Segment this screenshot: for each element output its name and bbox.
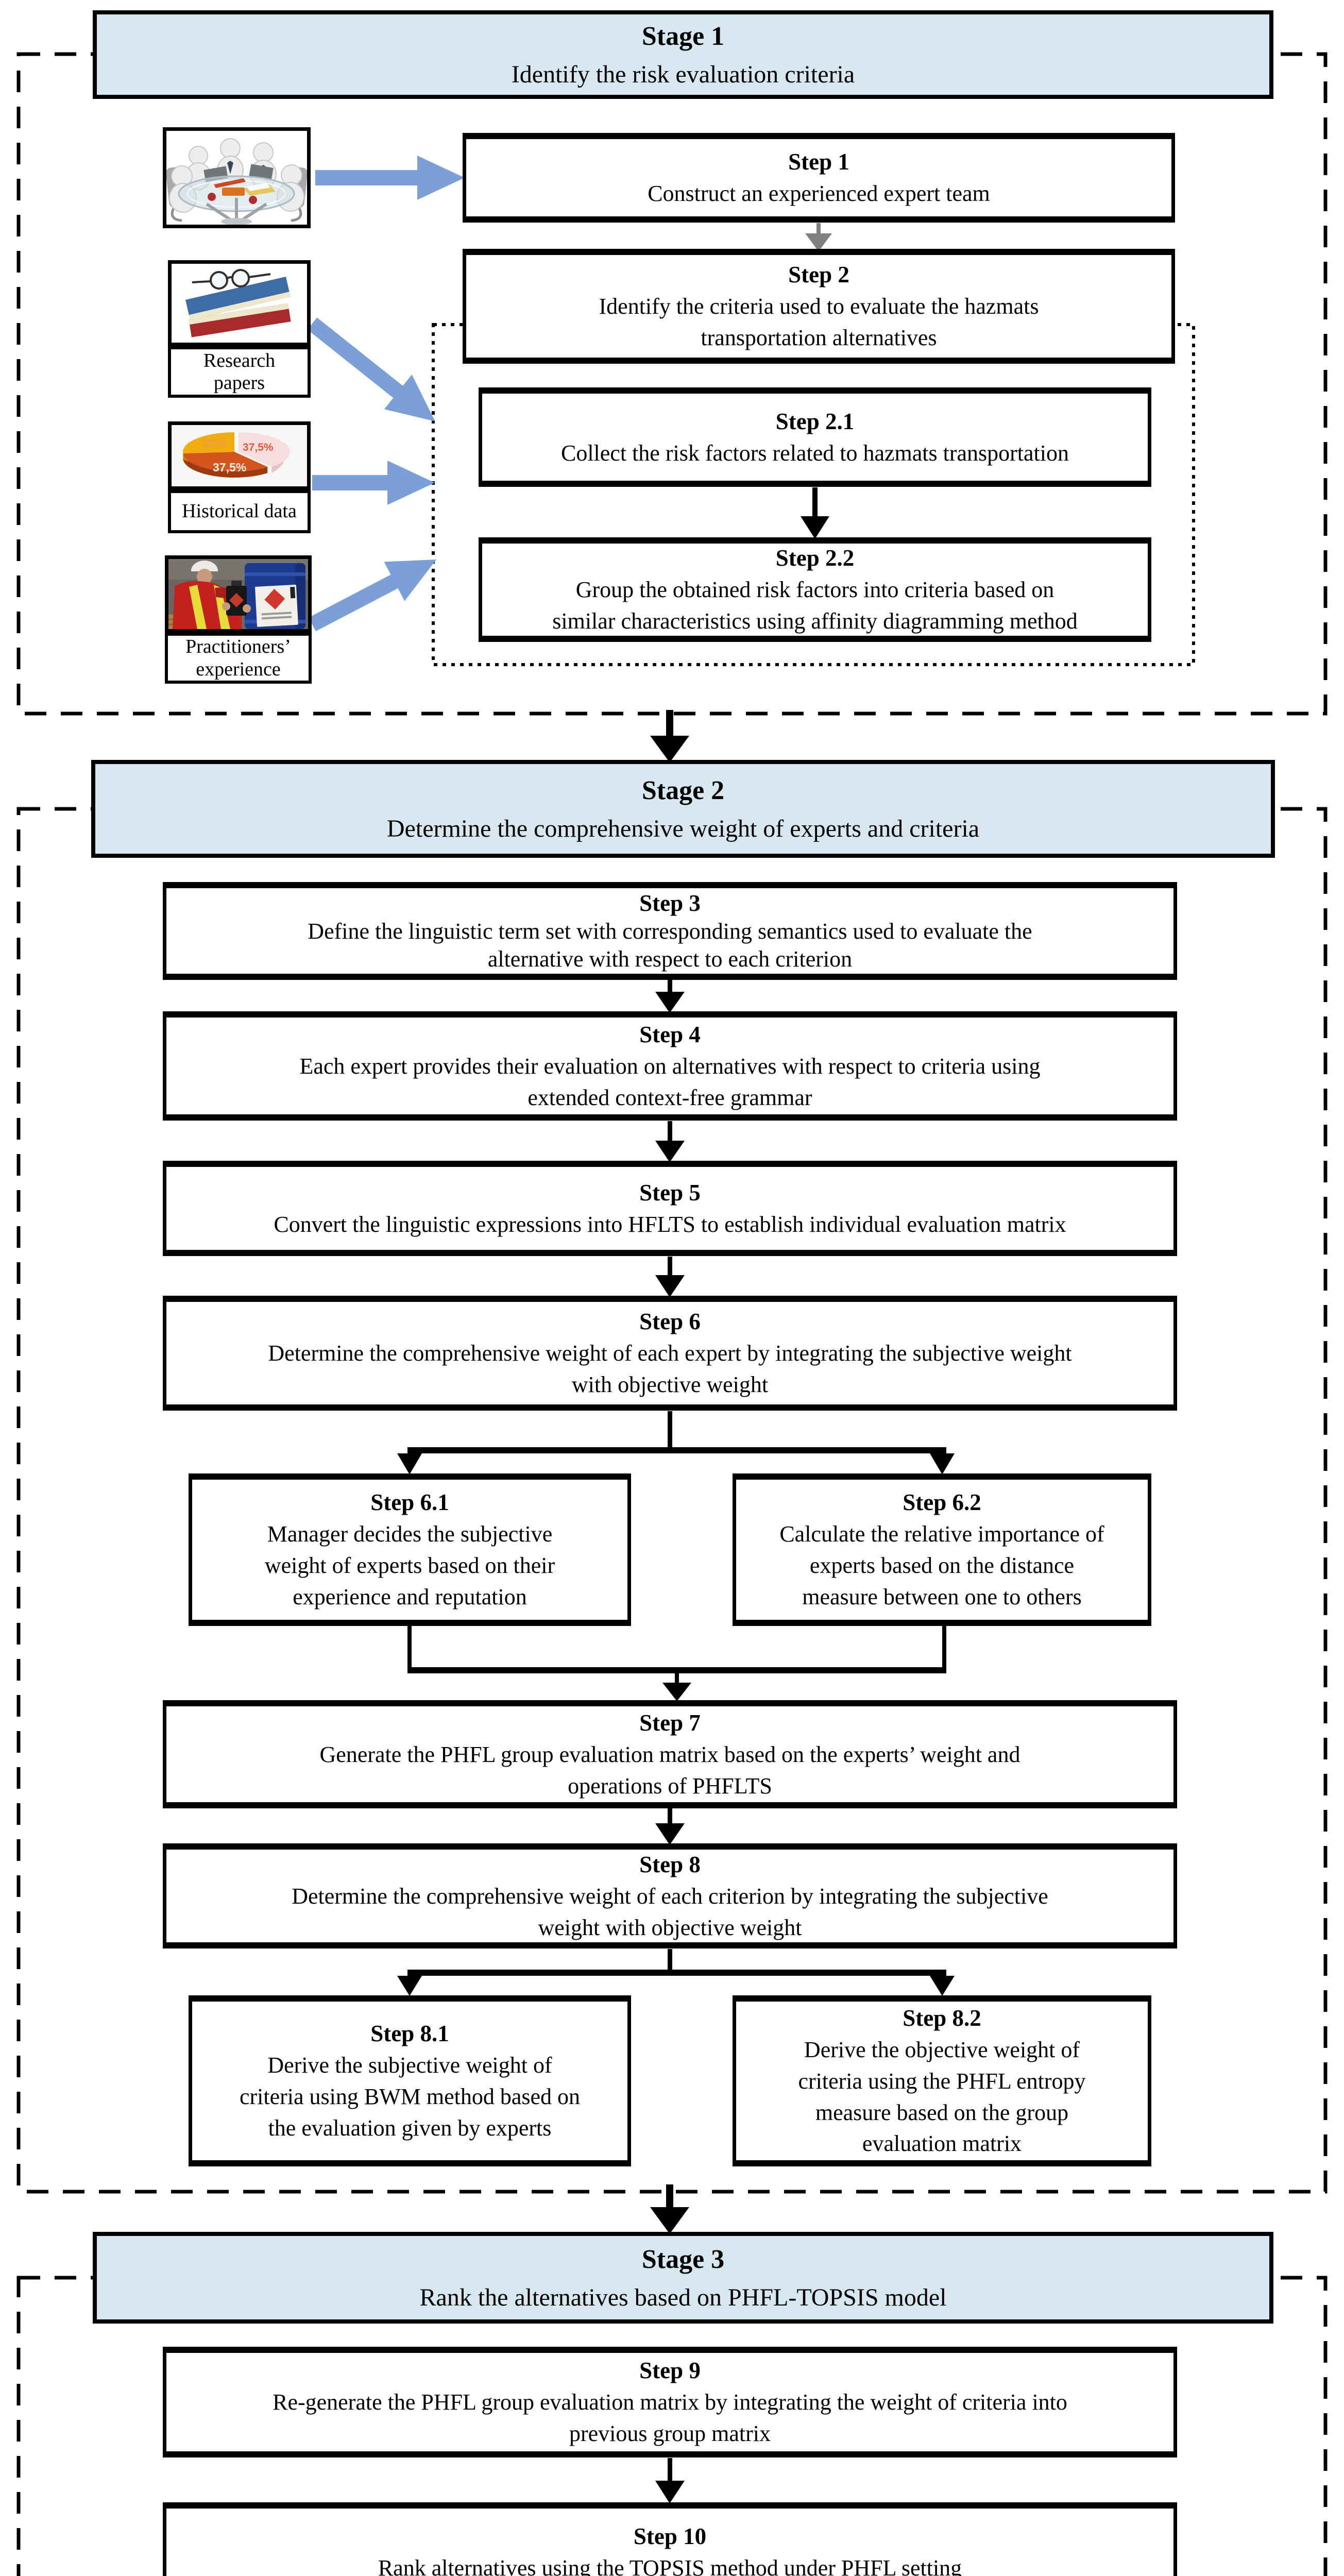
step-8-2-box: Step 8.2 Derive the objective weight of … — [733, 1995, 1151, 2166]
arrow-step9-to-step10 — [655, 2458, 685, 2503]
expert-team-image-box — [163, 127, 311, 228]
step-7-title: Step 7 — [639, 1709, 701, 1736]
step-9-title: Step 9 — [639, 2358, 701, 2384]
step-2-1-title: Step 2.1 — [775, 408, 855, 434]
merge-to-step7 — [407, 1626, 946, 1701]
step-7-box: Step 7 Generate the PHFL group evaluatio… — [163, 1700, 1177, 1808]
branch-step8 — [397, 1949, 955, 1996]
step-8-1-title: Step 8.1 — [370, 2021, 449, 2047]
step-4-title: Step 4 — [639, 1021, 701, 1047]
practitioners-label-box: Practitioners’ experience — [165, 633, 312, 684]
step-2-title: Step 2 — [788, 262, 849, 288]
step-7-desc: Generate the PHFL group evaluation matri… — [319, 1741, 1020, 1799]
step-8-2-desc: Derive the objective weight of criteria … — [798, 2037, 1086, 2157]
step-4-box: Step 4 Each expert provides their evalua… — [163, 1011, 1177, 1121]
step-3-box: Step 3 Define the linguistic term set wi… — [163, 882, 1177, 980]
pie-label-25: 25% — [203, 436, 227, 450]
step-2-box: Step 2 Identify the criteria used to eva… — [463, 249, 1175, 364]
arrow-step1-to-step2 — [805, 223, 832, 251]
arrow-stage1-to-stage2 — [650, 710, 689, 762]
arrow-step5-to-step6 — [655, 1257, 685, 1297]
step-6-title: Step 6 — [639, 1309, 701, 1335]
step-2-1-desc: Collect the risk factors related to hazm… — [560, 440, 1069, 466]
historical-data-label-box: Historical data — [168, 490, 311, 533]
step-8-1-box: Step 8.1 Derive the subjective weight of… — [189, 1995, 631, 2166]
step-9-desc: Re-generate the PHFL group evaluation ma… — [273, 2389, 1067, 2446]
step-8-1-desc: Derive the subjective weight of criteria… — [239, 2053, 581, 2141]
step-6-1-title: Step 6.1 — [370, 1489, 449, 1516]
stage1-title: Stage 1 — [641, 22, 725, 52]
step-10-box: Step 10 Rank alternatives using the TOPS… — [163, 2502, 1177, 2576]
arrow-data-to-substeps — [312, 461, 435, 505]
step-10-desc: Rank alternatives using the TOPSIS metho… — [378, 2555, 962, 2576]
expert-team-icon — [166, 131, 307, 225]
step-5-desc: Convert the linguistic expressions into … — [274, 1211, 1066, 1237]
step-2-desc: Identify the criteria used to evaluate t… — [599, 294, 1039, 350]
arrow-stage2-to-stage3 — [650, 2184, 689, 2234]
step-8-desc: Determine the comprehensive weight of ea… — [292, 1883, 1048, 1940]
arrow-step3-to-step4 — [655, 979, 685, 1013]
stage2-header: Stage 2 Determine the comprehensive weig… — [91, 760, 1275, 858]
historical-data-label: Historical data — [182, 500, 297, 522]
arrow-experts-to-step1 — [315, 156, 465, 200]
step-1-title: Step 1 — [788, 149, 849, 175]
stage2-title: Stage 2 — [641, 776, 725, 806]
research-papers-label-box: Research papers — [168, 346, 311, 398]
step-6-1-box: Step 6.1 Manager decides the subjective … — [189, 1473, 631, 1626]
research-papers-label: Research papers — [203, 349, 276, 394]
worker-photo-icon — [168, 559, 308, 629]
step-4-desc: Each expert provides their evaluation on… — [299, 1053, 1041, 1110]
step-8-title: Step 8 — [639, 1851, 701, 1877]
step-9-box: Step 9 Re-generate the PHFL group evalua… — [163, 2347, 1177, 2458]
stage3-subtitle: Rank the alternatives based on PHFL-TOPS… — [419, 2284, 947, 2312]
practitioners-image-box — [165, 555, 312, 633]
step-2-2-desc: Group the obtained risk factors into cri… — [552, 577, 1078, 634]
step-10-title: Step 10 — [633, 2523, 707, 2549]
step-3-desc: Define the linguistic term set with corr… — [308, 919, 1032, 972]
stage2-subtitle: Determine the comprehensive weight of ex… — [386, 815, 980, 843]
step-8-2-title: Step 8.2 — [903, 2005, 981, 2031]
pie-chart-icon: 25% 37,5% 37,5% — [172, 425, 307, 486]
pie-label-37-5-pink: 37,5% — [243, 442, 274, 453]
step-6-1-desc: Manager decides the subjective weight of… — [264, 1521, 555, 1609]
arrow-step7-to-step8 — [655, 1808, 685, 1845]
step-5-box: Step 5 Convert the linguistic expression… — [163, 1161, 1177, 1256]
pie-label-37-5-orange: 37,5% — [213, 461, 246, 474]
step-2-2-title: Step 2.2 — [775, 545, 855, 571]
step-6-desc: Determine the comprehensive weight of ea… — [268, 1341, 1072, 1397]
practitioners-label: Practitioners’ experience — [185, 636, 291, 680]
step-6-box: Step 6 Determine the comprehensive weigh… — [163, 1296, 1177, 1411]
arrow-step4-to-step5 — [655, 1121, 685, 1162]
step-2-2-box: Step 2.2 Group the obtained risk factors… — [479, 537, 1151, 642]
arrow-papers-to-substeps — [307, 317, 435, 421]
stage3-header: Stage 3 Rank the alternatives based on P… — [93, 2232, 1273, 2324]
research-papers-image-box — [168, 260, 311, 346]
step-6-2-title: Step 6.2 — [903, 1489, 981, 1516]
historical-data-image-box: 25% 37,5% 37,5% — [168, 421, 311, 490]
step-6-2-box: Step 6.2 Calculate the relative importan… — [733, 1473, 1151, 1626]
stage1-header: Stage 1 Identify the risk evaluation cri… — [93, 10, 1273, 99]
books-icon — [172, 264, 307, 343]
stage1-subtitle: Identify the risk evaluation criteria — [511, 61, 855, 89]
arrow-step21-to-step22 — [801, 487, 829, 539]
step-1-box: Step 1 Construct an experienced expert t… — [463, 133, 1175, 223]
arrow-experience-to-substeps — [309, 559, 437, 632]
step-3-title: Step 3 — [639, 890, 701, 917]
step-5-title: Step 5 — [639, 1179, 701, 1206]
stage3-title: Stage 3 — [641, 2245, 725, 2275]
step-1-desc: Construct an experienced expert team — [648, 181, 990, 207]
branch-step6 — [397, 1411, 955, 1475]
step-2-1-box: Step 2.1 Collect the risk factors relate… — [479, 387, 1151, 487]
step-6-2-desc: Calculate the relative importance of exp… — [779, 1521, 1104, 1609]
step-8-box: Step 8 Determine the comprehensive weigh… — [163, 1843, 1177, 1948]
